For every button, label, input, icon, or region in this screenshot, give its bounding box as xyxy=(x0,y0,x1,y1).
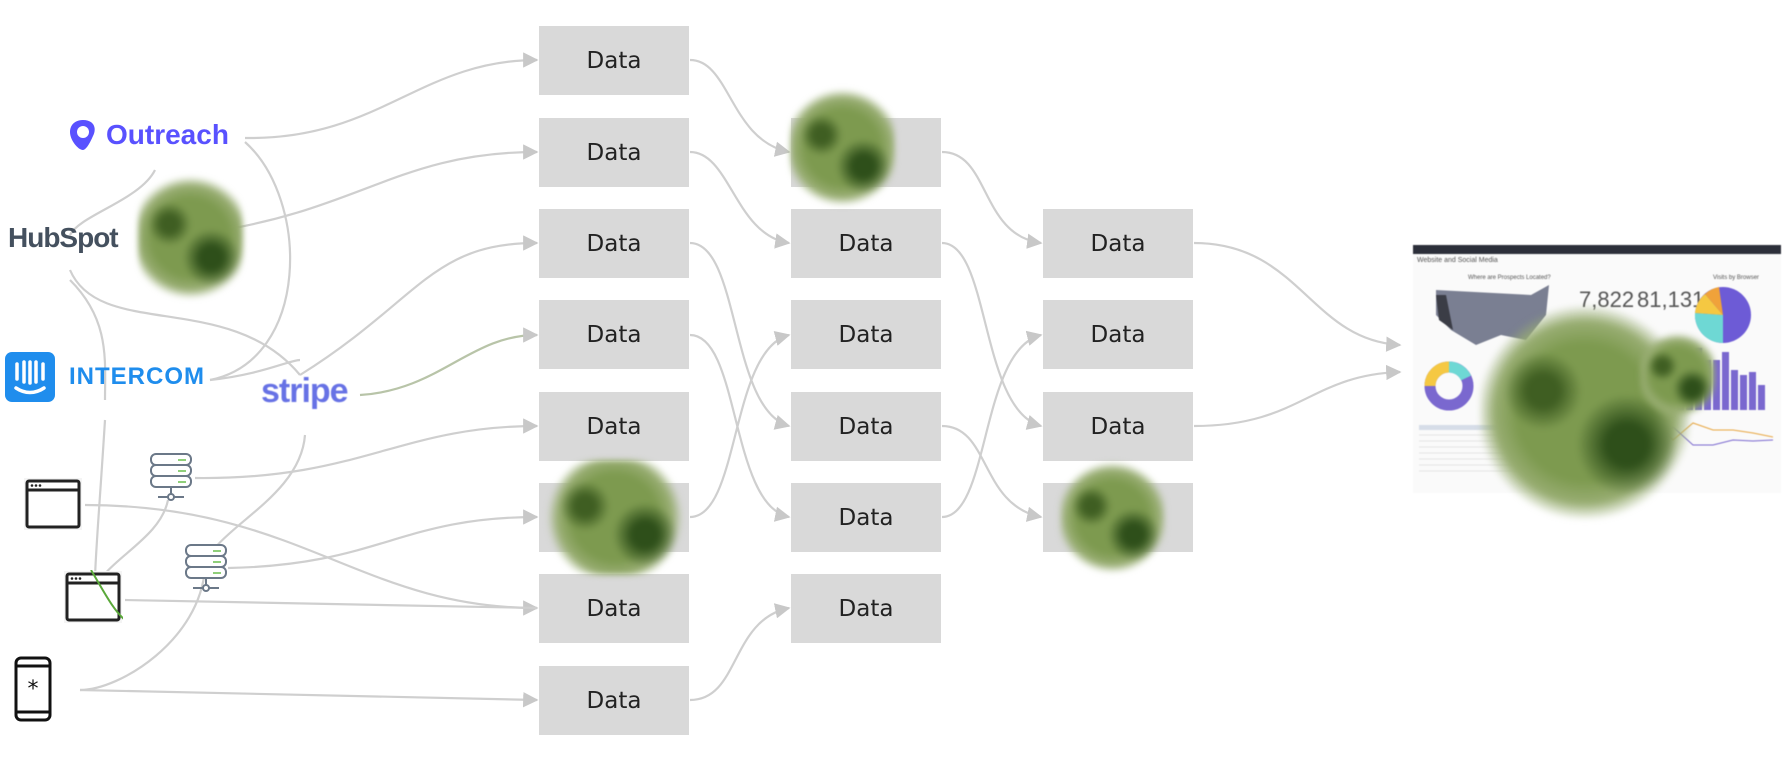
outreach-label: Outreach xyxy=(106,119,229,150)
node-label: Data xyxy=(586,139,642,166)
server-icon xyxy=(150,453,192,501)
data-node: Data xyxy=(539,26,689,95)
data-node: Data xyxy=(791,574,941,643)
dashboard-title: Website and Social Media xyxy=(1417,257,1498,264)
stripe-logo: stripe xyxy=(261,372,349,411)
stripe-label: stripe xyxy=(261,372,349,410)
data-node: Data xyxy=(1043,300,1193,369)
data-node: Data xyxy=(539,118,689,187)
node-label: Data xyxy=(586,687,642,714)
dashboard-topbar xyxy=(1413,245,1781,254)
pie-title: Visits by Browser xyxy=(1713,275,1759,281)
obscured-patch xyxy=(790,85,895,210)
node-label: Data xyxy=(1090,413,1146,440)
data-node: Data xyxy=(539,209,689,278)
browser-pie-chart xyxy=(1694,287,1751,344)
donut-chart xyxy=(1424,361,1474,411)
obscured-patch xyxy=(1640,330,1715,420)
node-label: Data xyxy=(586,230,642,257)
intercom-logo: INTERCOM xyxy=(5,352,205,402)
obscured-patch xyxy=(138,170,243,305)
node-label: Data xyxy=(838,413,894,440)
stat-value: 81,131 xyxy=(1637,287,1705,312)
server-icon xyxy=(185,544,227,592)
hubspot-logo: HubSpot xyxy=(8,222,119,254)
browser-window-icon xyxy=(64,570,123,623)
node-label: Data xyxy=(1090,321,1146,348)
intercom-icon xyxy=(5,352,55,402)
data-node: Data xyxy=(1043,392,1193,461)
node-label: Data xyxy=(838,321,894,348)
data-node: Data xyxy=(791,209,941,278)
node-label: Data xyxy=(586,321,642,348)
obscured-patch xyxy=(1060,460,1165,575)
node-label: Data xyxy=(586,47,642,74)
data-node: Data xyxy=(539,666,689,735)
outreach-logo: Outreach xyxy=(68,118,229,152)
node-label: Data xyxy=(586,413,642,440)
data-node: Data xyxy=(791,392,941,461)
data-node: Data xyxy=(791,483,941,552)
obscured-patch xyxy=(540,460,690,575)
data-node: Data xyxy=(1043,209,1193,278)
node-label: Data xyxy=(1090,230,1146,257)
data-node: Data xyxy=(539,392,689,461)
browser-window-icon xyxy=(24,478,82,530)
data-node: Data xyxy=(539,300,689,369)
node-label: Data xyxy=(838,504,894,531)
intercom-label: INTERCOM xyxy=(69,363,205,390)
mobile-phone-icon: * xyxy=(14,656,52,722)
node-label: Data xyxy=(838,595,894,622)
node-label: Data xyxy=(586,595,642,622)
map-title: Where are Prospects Located? xyxy=(1468,275,1551,281)
svg-text:*: * xyxy=(28,677,39,702)
outreach-icon xyxy=(70,120,95,150)
hubspot-label: HubSpot xyxy=(8,222,119,253)
data-node: Data xyxy=(791,300,941,369)
node-label: Data xyxy=(838,230,894,257)
data-node: Data xyxy=(539,574,689,643)
